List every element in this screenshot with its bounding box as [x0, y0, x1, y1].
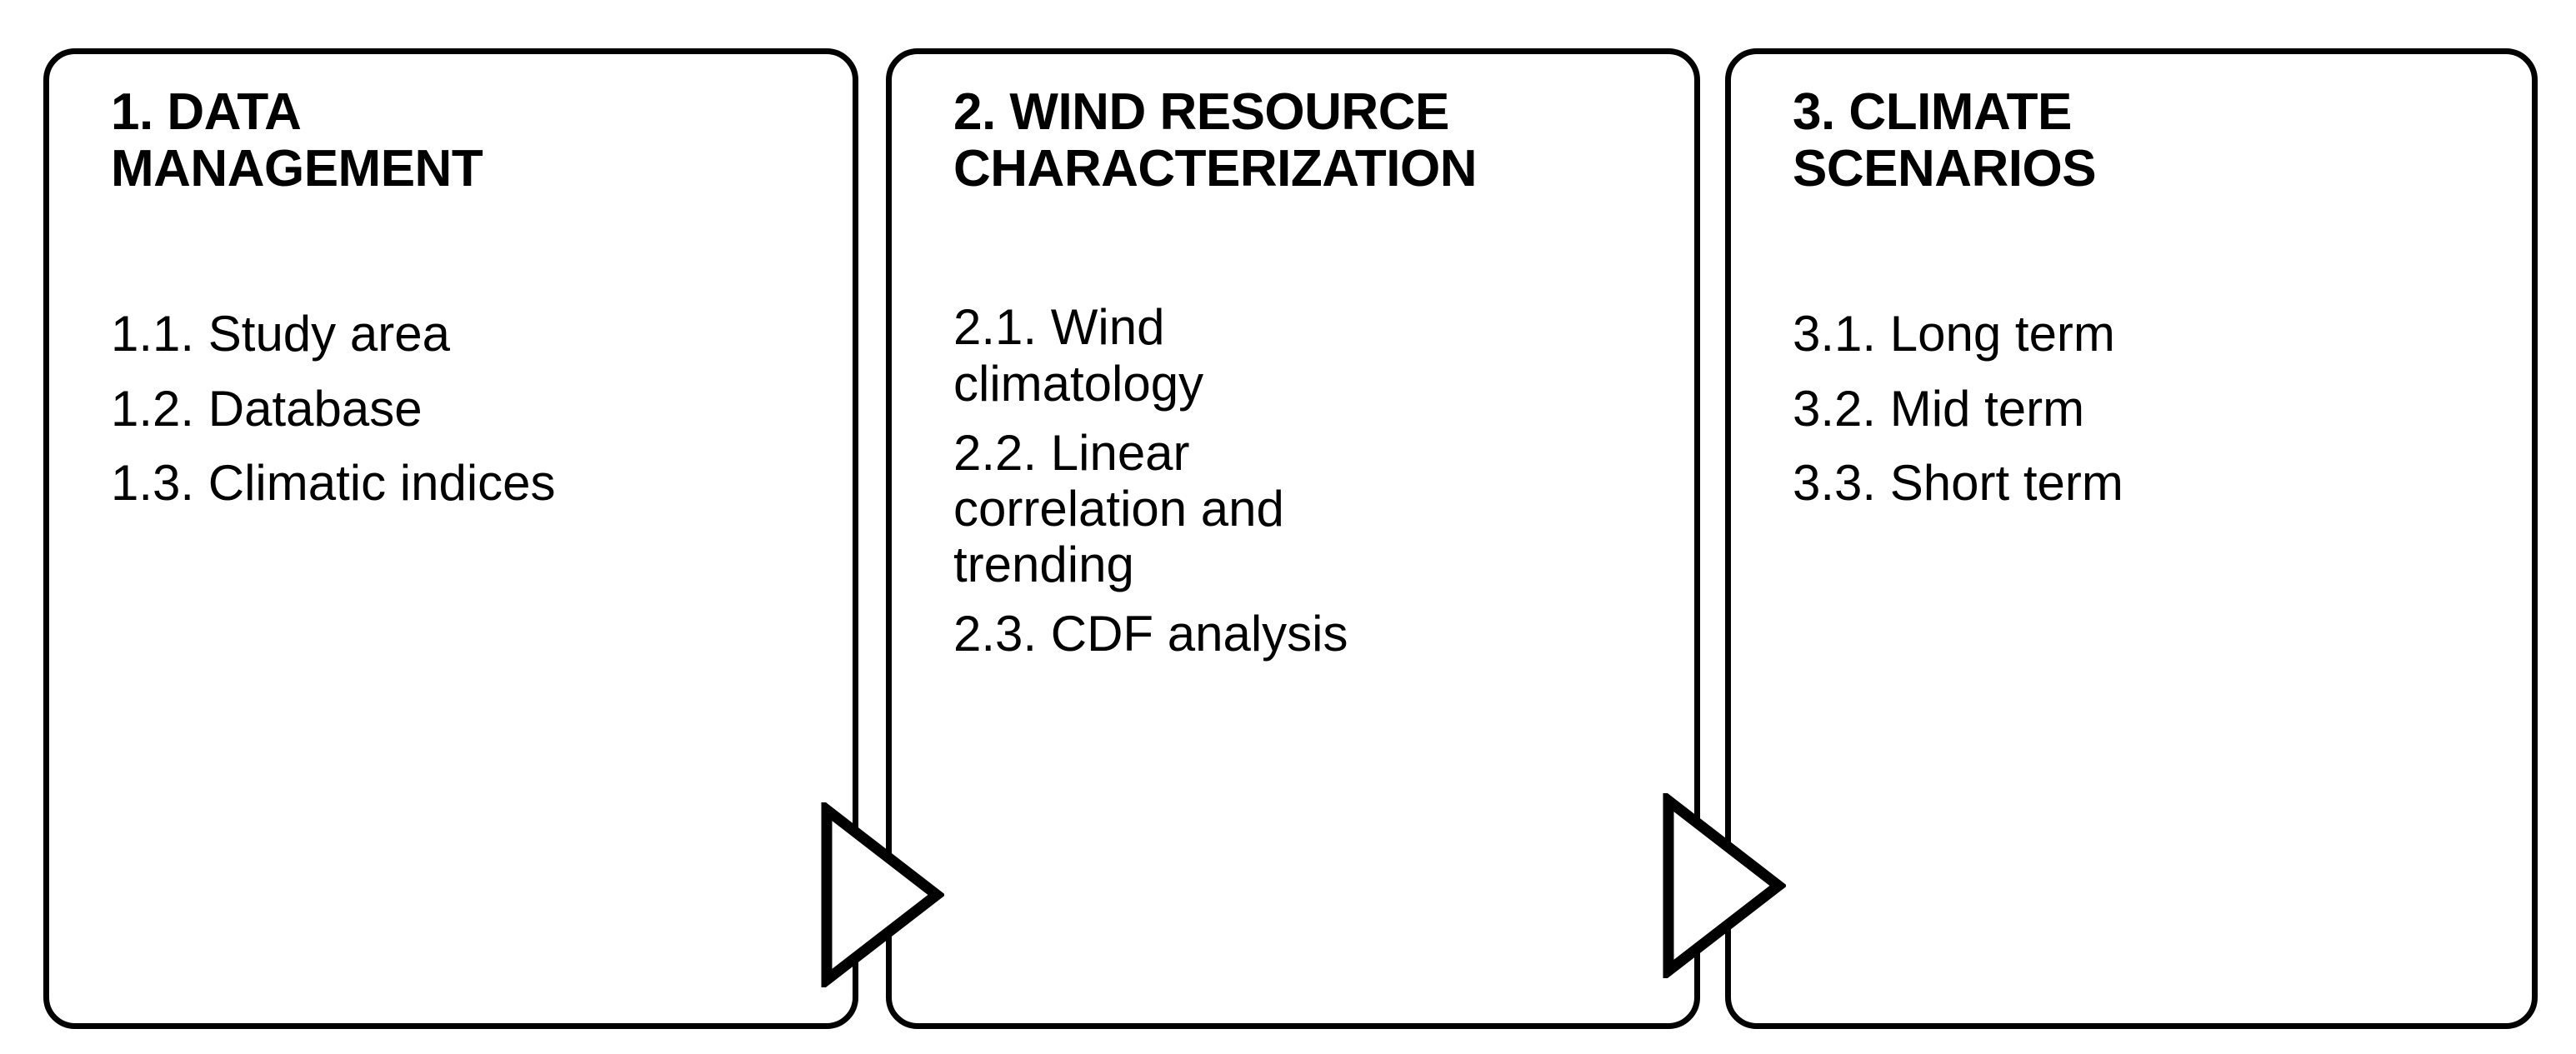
stage-3-title: 3. CLIMATE SCENARIOS: [1793, 83, 2097, 198]
stage-1-title: 1. DATA MANAGEMENT: [111, 83, 483, 198]
stage-1-item-3: 1.3. Climatic indices: [111, 454, 556, 511]
stage-2-item-3: 2.3. CDF analysis: [953, 606, 1348, 662]
stage-2-item-list: 2.1. Wind climatology 2.2. Linear correl…: [953, 299, 1661, 662]
stage-3-item-3: 3.3. Short term: [1793, 454, 2123, 511]
stage-1-item-1: 1.1. Study area: [111, 306, 450, 362]
stage-2-item-1: 2.1. Wind climatology: [953, 299, 1204, 412]
stage-box-3: 3. CLIMATE SCENARIOS 3.1. Long term 3.2.…: [1725, 48, 2538, 1029]
stage-3-item-list: 3.1. Long term 3.2. Mid term 3.3. Short …: [1793, 306, 2498, 511]
stage-2-item-2: 2.2. Linear correlation and trending: [953, 424, 1284, 593]
stage-box-2: 2. WIND RESOURCE CHARACTERIZATION 2.1. W…: [886, 48, 1700, 1029]
stage-3-item-2: 3.2. Mid term: [1793, 380, 2085, 437]
stage-1-item-list: 1.1. Study area 1.2. Database 1.3. Clima…: [111, 306, 819, 511]
stage-1-item-2: 1.2. Database: [111, 380, 423, 437]
arrow-right-icon-stage-1-to-2: [819, 802, 944, 987]
stage-3-item-1: 3.1. Long term: [1793, 306, 2115, 362]
stage-2-title: 2. WIND RESOURCE CHARACTERIZATION: [953, 83, 1478, 198]
stage-box-1: 1. DATA MANAGEMENT 1.1. Study area 1.2. …: [43, 48, 858, 1029]
arrow-right-icon-stage-2-to-3: [1661, 793, 1786, 978]
